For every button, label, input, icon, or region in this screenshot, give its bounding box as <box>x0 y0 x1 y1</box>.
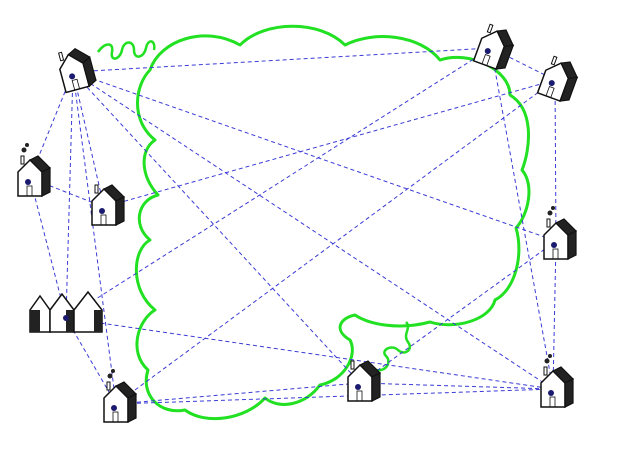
network-link <box>72 71 554 390</box>
network-link <box>72 47 492 73</box>
network-link <box>72 71 105 208</box>
house-icon <box>543 206 578 260</box>
house-icon <box>472 23 515 70</box>
network-link <box>65 71 74 319</box>
network-link <box>359 240 557 384</box>
network-link <box>72 71 117 405</box>
network-link <box>115 79 556 405</box>
network-link <box>359 382 554 390</box>
house-icon <box>347 360 382 402</box>
coil-connector-bottom <box>375 321 412 372</box>
chimney-smoke-icon <box>107 373 113 379</box>
chimney-smoke-icon <box>21 147 27 153</box>
house-icon <box>540 354 575 408</box>
house-icon <box>17 143 52 197</box>
network-link <box>72 71 361 384</box>
network-link <box>72 71 557 242</box>
network-link <box>29 177 67 319</box>
chimney-smoke-icon <box>547 210 553 216</box>
network-link <box>490 47 554 390</box>
chimney-smoke-icon <box>544 358 550 364</box>
network-link <box>65 47 492 319</box>
house-icon <box>103 369 138 423</box>
house-icon <box>536 55 579 102</box>
network-link <box>554 79 557 242</box>
network-link <box>65 317 554 390</box>
network-link <box>115 382 361 405</box>
network-cloud-icon <box>134 24 531 421</box>
links-layer <box>29 47 557 405</box>
house-icon <box>91 184 126 226</box>
house-icon <box>29 290 103 333</box>
coil-connector-top <box>96 40 156 60</box>
network-link <box>552 240 557 390</box>
network-link <box>103 79 556 208</box>
network-link <box>115 388 554 405</box>
houses-layer <box>17 23 579 423</box>
house-icon <box>58 47 97 94</box>
network-link <box>29 71 74 179</box>
